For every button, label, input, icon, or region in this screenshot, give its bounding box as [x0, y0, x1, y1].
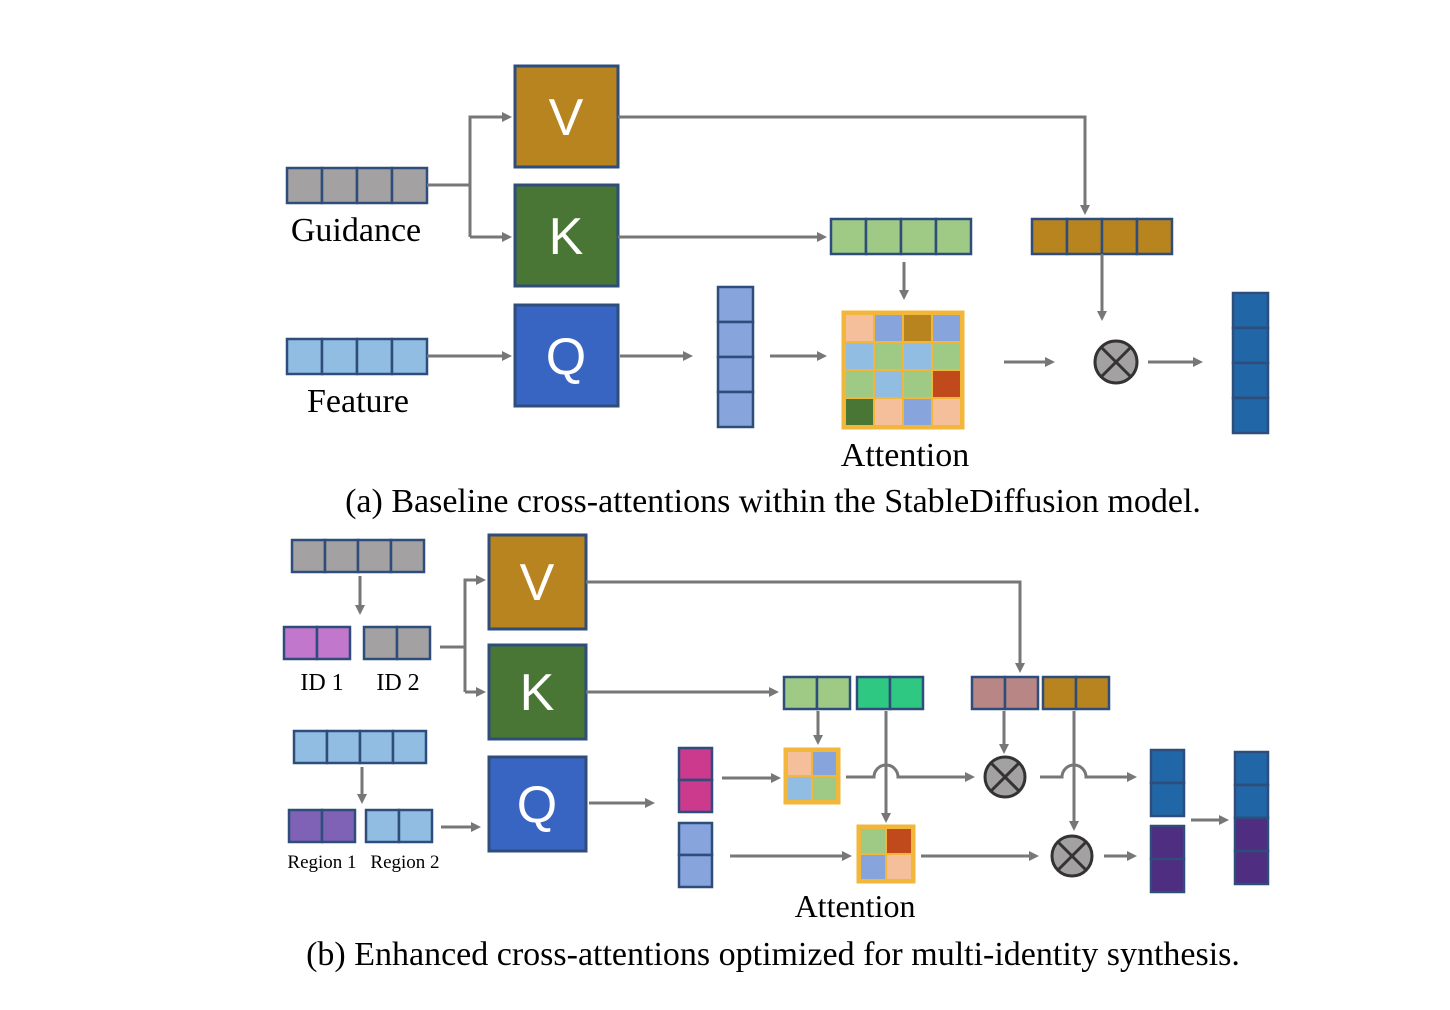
k-box-b: K — [487, 643, 588, 741]
v-box-b: V — [487, 533, 588, 631]
arrow-attn1-to-mult1 — [846, 763, 975, 782]
query-tokens-b2 — [677, 821, 714, 889]
query-tokens — [716, 285, 755, 429]
attention-map — [841, 310, 965, 430]
value-tokens — [1030, 217, 1174, 256]
feature-label: Feature — [307, 383, 409, 420]
k-letter-b: K — [520, 664, 555, 722]
output-tokens-b2 — [1149, 824, 1186, 894]
value-tokens-b1 — [970, 675, 1040, 711]
id2-tokens — [362, 625, 432, 661]
multiply-icon — [1093, 339, 1139, 385]
region1-label: Region 1 — [287, 852, 356, 873]
caption-a: (a) Baseline cross-attentions within the… — [345, 483, 1201, 520]
v-letter-b: V — [520, 554, 555, 612]
guidance-tokens — [285, 166, 429, 205]
q-letter-b: Q — [517, 776, 557, 834]
attention-map-b2 — [856, 824, 916, 884]
key-tokens-b1 — [782, 675, 852, 711]
part-b: ID 1 ID 2 Region 1 Region 2 V K — [282, 533, 1270, 973]
arrow-v-to-values-b — [586, 580, 1025, 673]
output-tokens — [1231, 291, 1270, 435]
k-box: K — [513, 183, 620, 288]
q-letter: Q — [546, 328, 586, 386]
arrow-v-to-values — [618, 115, 1090, 215]
key-tokens-b2 — [855, 675, 925, 711]
region2-label: Region 2 — [370, 852, 439, 873]
merged-output-tokens — [1233, 750, 1270, 886]
arrow-to-v — [468, 112, 512, 237]
attention-map-b1 — [783, 747, 841, 805]
attention-label: Attention — [841, 437, 969, 474]
guidance-label: Guidance — [291, 212, 421, 249]
feature-tokens — [285, 337, 429, 376]
v-box: V — [513, 64, 620, 169]
v-letter: V — [549, 89, 584, 147]
output-tokens-b1 — [1149, 748, 1186, 818]
multiply-icon-b1 — [983, 755, 1027, 799]
k-letter: K — [549, 208, 584, 266]
multiply-icon-b2 — [1050, 834, 1094, 878]
attention-label-b: Attention — [795, 888, 916, 924]
id1-tokens — [282, 625, 352, 661]
q-box-b: Q — [487, 755, 588, 853]
key-tokens — [829, 217, 973, 256]
part-a: Guidance Feature V K Q — [285, 64, 1270, 520]
caption-b: (b) Enhanced cross-attentions optimized … — [306, 936, 1240, 973]
q-box: Q — [513, 303, 620, 408]
value-tokens-b2 — [1041, 675, 1111, 711]
feature-tokens-b — [292, 729, 428, 765]
query-tokens-b1 — [677, 746, 714, 814]
id1-label: ID 1 — [300, 670, 343, 696]
region2-tokens — [364, 808, 434, 844]
id2-label: ID 2 — [376, 670, 419, 696]
guidance-tokens-b — [290, 538, 426, 574]
arrow-mult1-to-out1 — [1040, 763, 1137, 782]
region1-tokens — [287, 808, 357, 844]
arrow-to-v-b — [463, 575, 486, 692]
